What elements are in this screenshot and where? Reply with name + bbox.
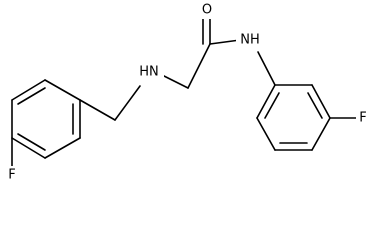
bond-ring-right-5 [256, 117, 276, 151]
atom-labels: F HN O NH F [5, 1, 370, 184]
bond-ring-ch2 [79, 99, 116, 121]
bond-ring-right-6 [256, 84, 276, 119]
bond-ring-right-6-inner [264, 92, 280, 119]
atom-amide-nitrogen: NH [240, 33, 260, 48]
bond-c-n-amide [209, 39, 241, 45]
bond-ring-left-1 [44, 79, 81, 101]
bond-nh-ring [257, 51, 276, 86]
bond-ring-left-6-inner [17, 87, 46, 105]
bond-ring-right-2 [311, 84, 331, 119]
bond-nh-ch2 [159, 73, 189, 89]
atom-fluorine-left: F [8, 168, 15, 183]
bond-ch2-nh [114, 85, 141, 121]
molecule-diagram: F HN O NH F [5, 1, 370, 184]
bond-ring-right-2-inner [307, 92, 323, 119]
bond-ring-left-4 [11, 137, 46, 159]
atom-carbonyl-oxygen: O [202, 3, 212, 18]
bonds [11, 13, 359, 171]
bond-ch2-co [187, 43, 211, 89]
bond-ring-left-6 [11, 79, 46, 101]
atom-amine-nitrogen: HN [139, 65, 159, 80]
bond-ring-left-3 [44, 137, 81, 159]
atom-fluorine-right: F [359, 111, 366, 126]
bond-ring-right-3 [311, 117, 331, 151]
bond-ring-left-4-inner [17, 133, 46, 151]
